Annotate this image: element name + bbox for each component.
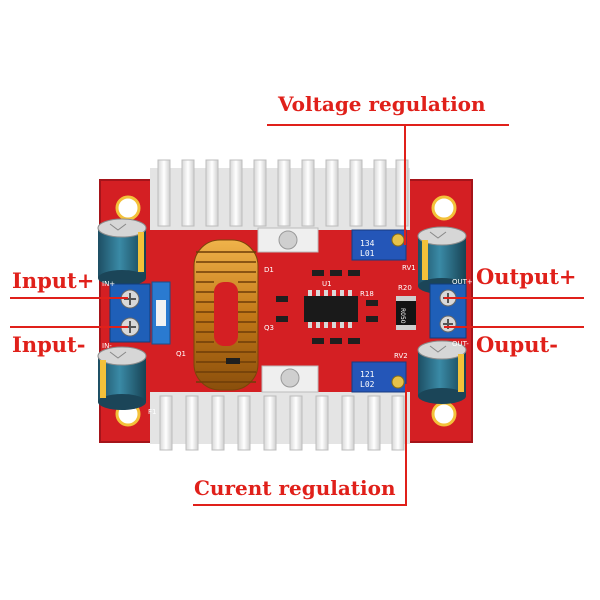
output-plus-underline xyxy=(444,297,584,299)
voltage-regulation-label: Voltage regulation xyxy=(278,92,486,116)
pot-top-code-1: 134 xyxy=(360,239,375,248)
silk-out-plus: OUT+ xyxy=(452,278,473,286)
input-capacitor-bottom xyxy=(97,346,147,410)
silk-q3: Q3 xyxy=(264,324,274,332)
output-terminal-block xyxy=(429,283,467,339)
heatsink-top xyxy=(150,159,410,253)
voltage-potentiometer: 134 L01 xyxy=(351,229,407,261)
current-regulation-underline xyxy=(193,504,407,506)
pot-top-code-2: L01 xyxy=(360,249,375,258)
output-capacitor-bottom xyxy=(417,340,467,404)
resistor-code: R050 xyxy=(399,308,406,324)
input-plus-underline xyxy=(10,297,128,299)
silk-f1: F1 xyxy=(148,408,156,416)
silk-q1: Q1 xyxy=(176,350,186,358)
output-minus-label: Ouput- xyxy=(476,332,558,357)
silk-r20: R20 xyxy=(398,284,412,292)
heatsink-bottom xyxy=(150,365,410,451)
input-capacitor-top xyxy=(97,218,147,286)
voltage-regulation-leader xyxy=(404,125,406,245)
silk-in-plus: IN+ xyxy=(102,280,115,288)
silk-r18: R18 xyxy=(360,290,374,298)
voltage-regulation-underline xyxy=(267,124,509,126)
fuse xyxy=(151,281,171,345)
silk-out-minus: OUT- xyxy=(452,340,469,348)
current-regulation-leader xyxy=(405,384,407,505)
output-plus-label: Output+ xyxy=(476,264,577,289)
input-minus-overline xyxy=(10,326,128,328)
toroidal-inductor xyxy=(193,239,259,391)
input-terminal-block xyxy=(109,283,151,343)
input-minus-label: Input- xyxy=(12,332,86,357)
silk-rv1: RV1 xyxy=(402,264,416,272)
silk-u1: U1 xyxy=(322,280,332,288)
pot-bottom-code-1: 121 xyxy=(360,370,375,379)
input-plus-label: Input+ xyxy=(12,268,95,293)
silk-rv2: RV2 xyxy=(394,352,408,360)
smd-components xyxy=(226,270,378,364)
silk-in-minus: IN- xyxy=(102,342,112,350)
current-potentiometer: 121 L02 xyxy=(351,361,407,393)
pot-bottom-code-2: L02 xyxy=(360,380,375,389)
output-minus-overline xyxy=(444,326,584,328)
silk-d1: D1 xyxy=(264,266,274,274)
current-regulation-label: Curent regulation xyxy=(194,476,396,500)
control-ic xyxy=(304,290,358,328)
shunt-resistor xyxy=(396,296,416,330)
